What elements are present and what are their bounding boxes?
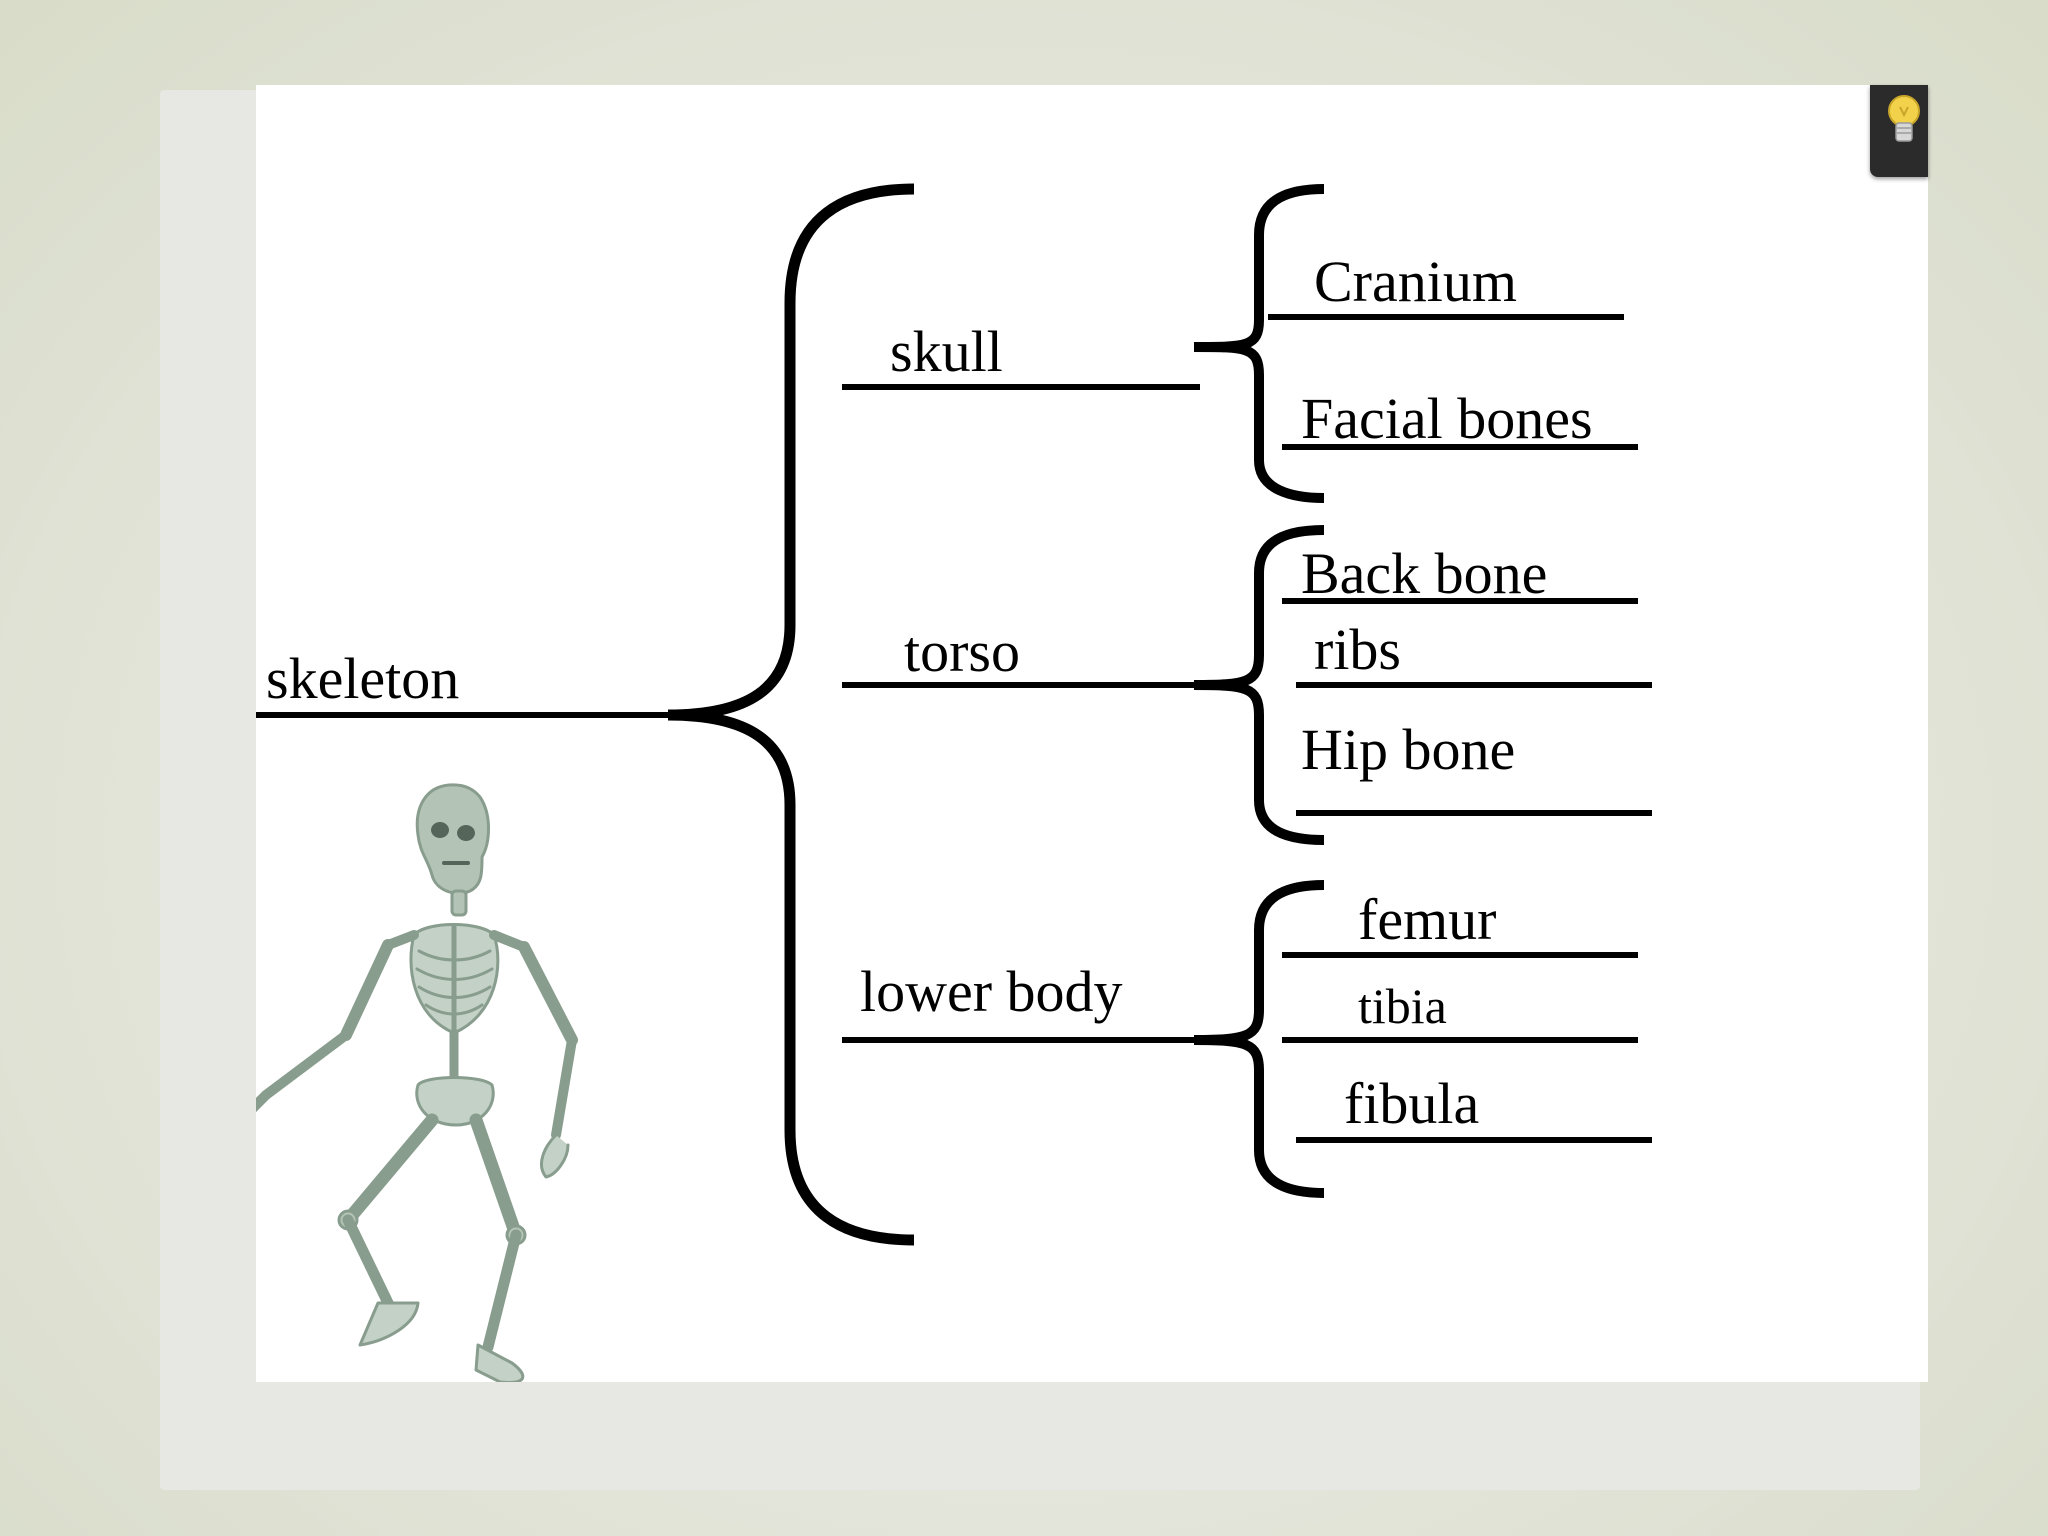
lightbulb-icon: [1888, 95, 1920, 142]
root-label: skeleton: [266, 646, 460, 711]
item-label-ribs: ribs: [1314, 617, 1401, 682]
main-brace: [667, 183, 915, 1246]
item-label-tibia: tibia: [1358, 978, 1447, 1034]
lower-body-brace: [1193, 880, 1325, 1198]
skeleton-illustration: [256, 783, 578, 1382]
item-label-hip-bone: Hip bone: [1301, 717, 1516, 782]
item-label-femur: femur: [1358, 887, 1497, 952]
group-label-lower-body: lower body: [860, 959, 1123, 1024]
hint-button[interactable]: [1870, 85, 1928, 177]
item-label-cranium: Cranium: [1314, 249, 1517, 314]
group-label-torso: torso: [904, 619, 1020, 684]
skull-brace: [1193, 184, 1325, 503]
group-label-skull: skull: [890, 319, 1003, 384]
item-label-fibula: fibula: [1344, 1071, 1480, 1136]
item-label-back-bone: Back bone: [1301, 541, 1548, 606]
torso-brace: [1193, 525, 1325, 845]
slide-canvas: skeleton skull torso lower body Cranium …: [256, 85, 1928, 1382]
item-label-facial-bones: Facial bones: [1301, 386, 1593, 451]
diagram-lines: [256, 183, 1652, 1246]
